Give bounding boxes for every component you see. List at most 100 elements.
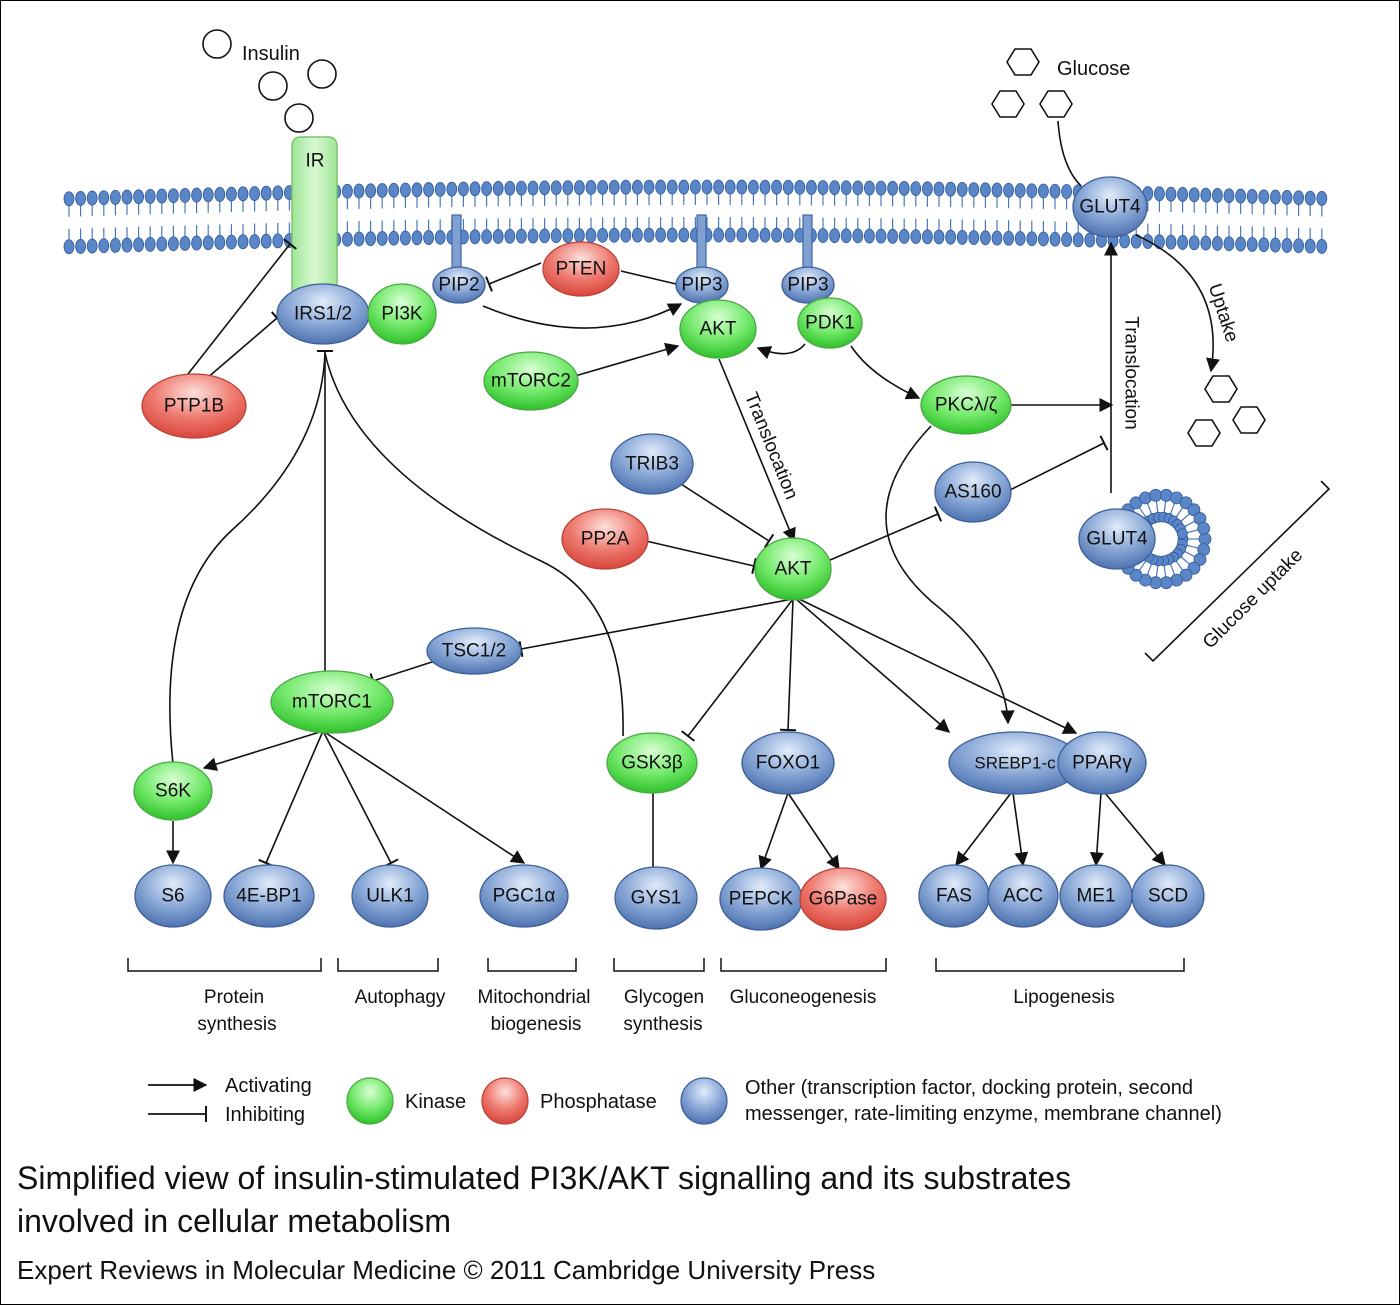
mtorc1-inhibits-4ebp1 — [258, 730, 324, 868]
lipid-head — [748, 227, 759, 243]
lipid-head — [852, 180, 864, 196]
lipid-head — [643, 179, 655, 195]
lipid-head — [875, 180, 887, 196]
lipid-head — [1212, 188, 1223, 203]
lipid-head — [86, 190, 98, 206]
category-brackets — [127, 958, 1185, 972]
legend-other-swatch — [680, 1077, 728, 1125]
node-label: SREBP1-c — [974, 754, 1056, 773]
lipid-head — [632, 179, 643, 195]
lipid-head — [98, 190, 110, 206]
lipid-head — [794, 179, 806, 195]
lipid-head — [887, 228, 898, 244]
lipid-head — [121, 189, 133, 205]
category-glycogen-line1: Glycogen — [624, 987, 704, 1008]
lipid-head — [1281, 238, 1293, 253]
node-shape — [542, 241, 620, 297]
foxo1-activates-pepck — [758, 792, 789, 871]
lipid-head — [353, 183, 365, 199]
lipid-head — [968, 230, 980, 245]
node-scd: SCD — [1131, 864, 1205, 928]
akt-translocation — [718, 358, 796, 543]
lipid-head — [991, 182, 1003, 198]
node-shape — [561, 508, 649, 570]
lipid-head — [933, 229, 945, 245]
pten-inhibits-pip2 — [485, 262, 542, 292]
lipid-head — [191, 187, 203, 203]
node-as160: AS160 — [934, 461, 1012, 523]
lipid-head — [1165, 234, 1177, 250]
lipid-head — [956, 181, 968, 197]
vesicle-lipid-tail — [1183, 550, 1195, 558]
glucose-molecule — [1039, 90, 1073, 118]
pip2-to-pip3 — [482, 303, 683, 329]
lipid-head — [1049, 231, 1061, 247]
node-label: PTP1B — [164, 396, 224, 417]
node-label: AKT — [775, 559, 812, 580]
node-trib3: TRIB3 — [610, 433, 694, 495]
pten-to-pip3 — [620, 270, 677, 285]
vesicle-lipid-tail — [1146, 563, 1153, 575]
lipid-head — [179, 236, 191, 251]
node-label: TRIB3 — [625, 454, 679, 475]
node-shape — [741, 731, 835, 795]
node-label: S6 — [161, 886, 184, 907]
lipid-head — [144, 188, 156, 204]
lipid-head — [1316, 239, 1328, 254]
node-pkc: PKCλ/ζ — [920, 375, 1012, 435]
lipid-head — [411, 230, 423, 246]
legend-kinase-label: Kinase — [405, 1091, 466, 1113]
lipid-head — [759, 227, 771, 243]
node-shape — [432, 266, 486, 304]
node-label: mTORC1 — [292, 692, 372, 713]
node-label: mTORC2 — [491, 371, 571, 392]
insulin-molecule — [258, 71, 288, 101]
lipid-head — [1223, 236, 1235, 252]
node-fas: FAS — [918, 864, 990, 928]
node-shape — [1131, 864, 1205, 928]
node-shape — [614, 866, 698, 930]
mtorc1-activates-s6k — [202, 730, 324, 771]
vesicle-lipid-tail — [1169, 503, 1176, 515]
node-shape — [797, 297, 863, 349]
node-label: PIP3 — [681, 275, 722, 296]
node-gys1: GYS1 — [614, 866, 698, 930]
lipid-head — [713, 227, 724, 243]
lipid-head — [1061, 232, 1072, 247]
node-shape — [934, 461, 1012, 523]
akt-inhibits-as160 — [822, 506, 943, 564]
lipid-head — [1304, 238, 1316, 254]
category-protein-synthesis-line1: Protein — [204, 987, 264, 1008]
vesicle-lipid-head — [1187, 503, 1201, 517]
lipid-head — [655, 227, 666, 243]
legend-activating-label: Activating — [225, 1075, 312, 1097]
vesicle-lipid-tail — [1163, 564, 1167, 577]
lipid-head — [852, 228, 864, 244]
lipid-head — [1049, 183, 1061, 199]
lipid-head — [469, 229, 481, 245]
lipid-head — [980, 230, 991, 246]
pdk1-activates-akt — [756, 343, 806, 360]
glucose-uptake-arrow — [1135, 234, 1220, 373]
lipid-head — [1258, 189, 1270, 205]
srebp1c-activates-fas — [955, 792, 1012, 867]
lipid-head — [376, 231, 388, 246]
lipid-head — [597, 227, 608, 243]
vesicle-lipid-tail — [1180, 513, 1190, 523]
lipid-head — [411, 182, 423, 198]
insulin-molecule — [307, 59, 337, 89]
legend-phosphatase-label: Phosphatase — [540, 1091, 657, 1113]
node-shape — [1057, 731, 1147, 795]
glucose-molecule — [991, 90, 1025, 118]
lipid-head — [724, 227, 736, 243]
category-mitochondrial-line1: Mitochondrial — [478, 987, 591, 1008]
pparg-activates-me1 — [1089, 792, 1104, 867]
lipid-head — [1293, 190, 1304, 206]
node-pp2a: PP2A — [561, 508, 649, 570]
lipid-head — [341, 231, 353, 247]
as160-inhibits-translocation — [1007, 435, 1109, 492]
insulin-molecule — [284, 103, 314, 133]
lipid-head — [504, 228, 516, 244]
lipid-head — [829, 180, 840, 196]
